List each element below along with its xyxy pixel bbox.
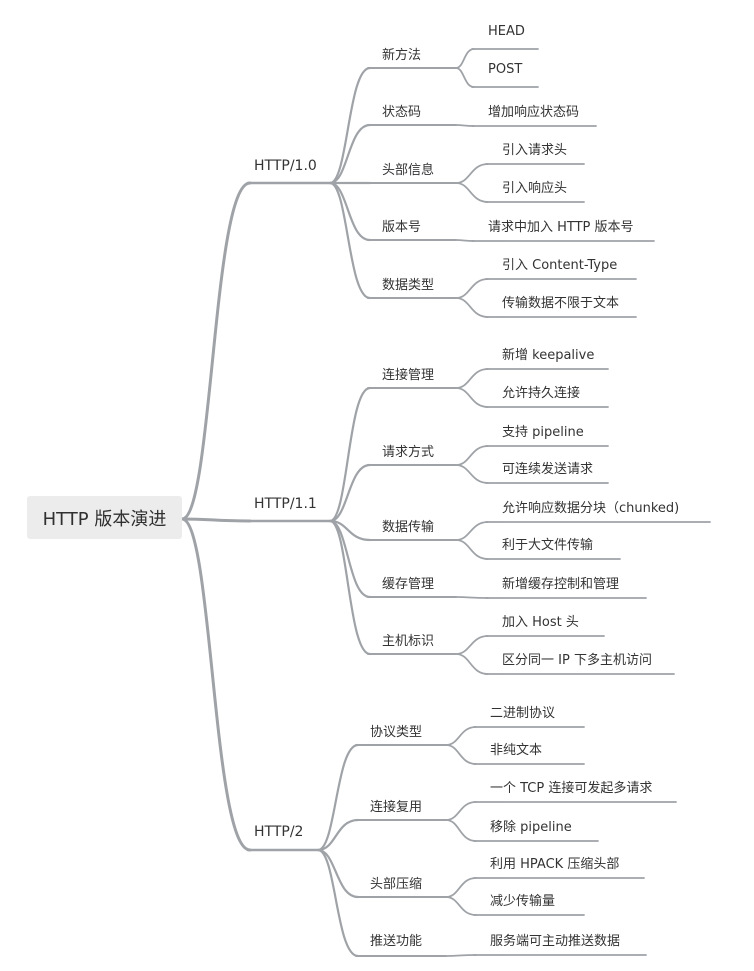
version-to-feature-line [328,386,372,523]
version-node[interactable]: HTTP/1.1 [254,496,317,512]
feature-node[interactable]: 数据类型 [382,278,435,293]
detail-node[interactable]: 引入 Content-Type [502,258,618,273]
detail-node[interactable]: 允许响应数据分块（chunked) [502,501,680,516]
feature-to-detail-line [445,801,477,821]
feature-to-detail-line [455,635,489,655]
version-node[interactable]: HTTP/1.0 [254,158,317,174]
detail-node[interactable]: 新增缓存控制和管理 [502,577,620,592]
detail-node[interactable]: HEAD [488,24,525,39]
feature-node[interactable]: 版本号 [382,220,422,235]
detail-node[interactable]: 允许持久连接 [502,386,581,401]
detail-node[interactable]: 增加响应状态码 [488,105,580,120]
feature-to-detail-line [445,744,477,765]
root-to-version-line [180,517,252,523]
version-to-feature-line [316,848,360,899]
root-to-version-line [180,517,252,852]
feature-to-detail-line [455,182,489,203]
detail-node[interactable]: 一个 TCP 连接可发起多请求 [490,781,653,796]
feature-node[interactable]: 头部信息 [382,163,435,178]
detail-node[interactable]: 支持 pipeline [502,425,584,440]
version-to-feature-line [328,181,372,300]
feature-node[interactable]: 请求方式 [382,445,435,460]
feature-to-detail-line [455,521,489,541]
feature-node[interactable]: 头部压缩 [370,877,423,892]
detail-node[interactable]: 传输数据不限于文本 [502,296,620,311]
detail-node[interactable]: 可连续发送请求 [502,462,594,477]
detail-node[interactable]: 利用 HPACK 压缩头部 [490,857,620,872]
feature-to-detail-line [455,464,489,484]
feature-to-detail-line [445,819,477,842]
feature-node[interactable]: 缓存管理 [382,577,435,592]
version-to-feature-line [328,66,372,185]
feature-to-detail-line [445,954,477,957]
feature-node[interactable]: 数据传输 [382,520,435,535]
detail-node[interactable]: 新增 keepalive [502,348,595,363]
version-to-feature-line [316,743,360,852]
detail-node[interactable]: 引入请求头 [502,143,568,158]
detail-node[interactable]: 区分同一 IP 下多主机访问 [502,653,652,668]
version-to-feature-line [328,181,372,242]
root-to-version-line [180,181,252,521]
version-to-feature-line [316,848,360,958]
feature-to-detail-line [455,445,489,466]
detail-node[interactable]: 移除 pipeline [490,820,572,835]
version-to-feature-line [316,818,360,852]
feature-node[interactable]: 协议类型 [370,725,423,740]
feature-to-detail-line [445,726,477,746]
detail-node[interactable]: 加入 Host 头 [502,615,579,630]
feature-node[interactable]: 连接管理 [382,368,435,383]
feature-to-detail-line [455,278,489,299]
detail-node[interactable]: 利于大文件传输 [502,538,594,553]
version-node[interactable]: HTTP/2 [254,824,304,840]
feature-node[interactable]: 主机标识 [382,634,435,649]
feature-to-detail-line [455,596,489,599]
feature-to-detail-line [455,539,489,560]
detail-node[interactable]: 服务端可主动推送数据 [490,934,621,949]
feature-to-detail-line [455,67,475,88]
feature-node[interactable]: 新方法 [382,48,422,63]
feature-node[interactable]: 推送功能 [370,934,423,949]
feature-node[interactable]: 状态码 [382,105,422,120]
feature-to-detail-line [445,877,477,898]
feature-to-detail-line [455,368,489,389]
detail-node[interactable]: 二进制协议 [490,706,556,721]
feature-to-detail-line [445,896,477,916]
feature-to-detail-line [455,387,489,408]
detail-node[interactable]: 引入响应头 [502,181,568,196]
detail-node[interactable]: POST [488,62,523,77]
detail-node[interactable]: 减少传输量 [490,894,556,909]
version-to-feature-line [328,519,372,656]
root-topic[interactable]: HTTP 版本演进 [27,496,182,539]
feature-to-detail-line [455,653,489,675]
feature-to-detail-line [455,297,489,318]
detail-node[interactable]: 非纯文本 [490,743,543,758]
feature-to-detail-line [455,48,475,69]
feature-to-detail-line [455,163,489,184]
version-to-feature-line [328,463,372,523]
detail-node[interactable]: 请求中加入 HTTP 版本号 [488,220,634,235]
feature-node[interactable]: 连接复用 [370,800,423,815]
version-to-feature-line [328,123,372,185]
